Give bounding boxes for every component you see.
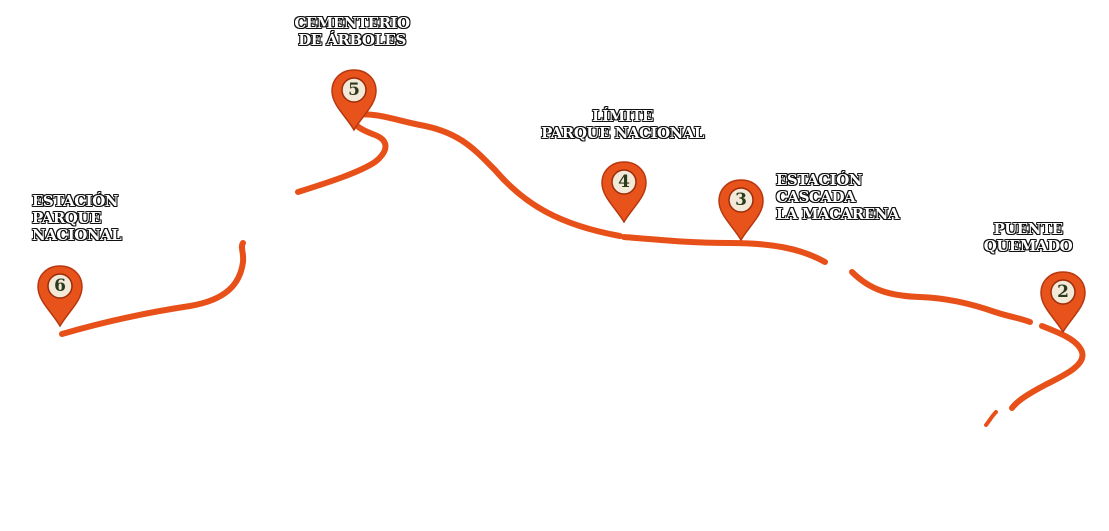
- route-segment-tail: [984, 410, 998, 427]
- map-pin-icon: [331, 69, 377, 132]
- label-estacion-parque-nacional: ESTACIÓN PARQUE NACIONAL: [32, 192, 122, 244]
- label-line: LA MACARENA: [776, 205, 899, 223]
- map-pin-icon: [601, 161, 647, 224]
- label-line: PARQUE: [32, 209, 101, 227]
- map-pin-2[interactable]: 2: [1039, 270, 1087, 334]
- pin-number: 5: [348, 80, 360, 100]
- label-line: ESTACIÓN: [776, 171, 862, 189]
- pin-number: 6: [54, 276, 66, 296]
- route-segment-summit: [295, 111, 623, 239]
- label-line: QUEMADO: [983, 237, 1073, 255]
- label-cementerio-de-arboles: CEMENTERIO DE ÁRBOLES: [282, 15, 422, 49]
- label-estacion-cascada-la-macarena: ESTACIÓN CASCADA LA MACARENA: [776, 172, 899, 223]
- route-segment-middle: [621, 234, 828, 265]
- label-line: DE ÁRBOLES: [298, 31, 406, 49]
- label-puente-quemado: PUENTE QUEMADO: [968, 221, 1088, 255]
- route-segment-east: [849, 269, 1033, 325]
- pin-number: 2: [1057, 282, 1069, 302]
- label-limite-parque-nacional: LÍMITE PARQUE NACIONAL: [520, 108, 725, 142]
- map-pin-4[interactable]: 4: [600, 160, 648, 224]
- map-pin-icon: [37, 265, 83, 328]
- label-line: PUENTE: [993, 220, 1063, 238]
- route-segment-descent: [1009, 323, 1086, 411]
- map-pin-6[interactable]: 6: [36, 264, 84, 328]
- route-segment-west: [59, 240, 247, 337]
- label-line: PARQUE NACIONAL: [541, 124, 704, 142]
- map-pin-icon: [1040, 271, 1086, 334]
- label-line: CASCADA: [776, 188, 856, 206]
- label-line: NACIONAL: [32, 226, 122, 244]
- label-line: CEMENTERIO: [294, 14, 410, 32]
- pin-number: 4: [618, 172, 630, 192]
- route-lines: [59, 111, 1086, 427]
- map-pin-3[interactable]: 3: [717, 178, 765, 242]
- map-pin-5[interactable]: 5: [330, 68, 378, 132]
- label-line: LÍMITE: [592, 107, 653, 125]
- map-pin-icon: [718, 179, 764, 242]
- label-line: ESTACIÓN: [32, 192, 118, 210]
- pin-number: 3: [735, 190, 747, 210]
